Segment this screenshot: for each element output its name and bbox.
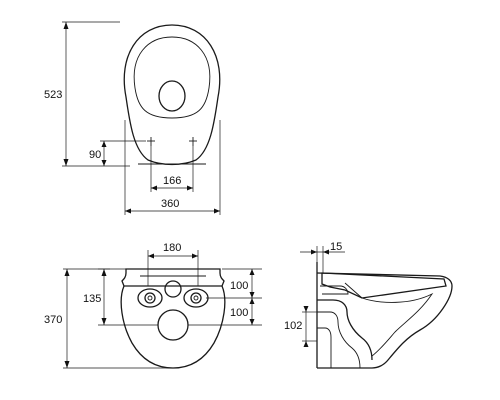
dim-side-outlet-height: 102 (284, 306, 317, 347)
side-view-inlet (320, 285, 349, 295)
back-view-top-plate (121, 268, 225, 287)
top-view: 523 90 166 360 (44, 21, 221, 215)
dim-180-label: 180 (163, 242, 181, 254)
back-view-right-lug (183, 288, 209, 308)
dim-135-label: 135 (83, 293, 101, 305)
dim-top-width: 360 (124, 120, 221, 215)
top-view-outlet (158, 80, 186, 112)
top-view-bowl-outline (123, 24, 221, 166)
dim-360-label: 360 (161, 198, 179, 210)
dim-mount-spacing: 166 (150, 146, 194, 192)
top-view-mount-marks (147, 137, 197, 146)
dim-370-label: 370 (44, 314, 62, 326)
side-view-trapway (317, 299, 373, 361)
side-view: 15 102 (284, 241, 453, 369)
dim-90-label: 90 (89, 149, 101, 161)
side-view-inner-bowl (361, 292, 434, 357)
dim-100-lower-label: 100 (230, 307, 248, 319)
dim-back-right-gaps: 100 100 (188, 268, 262, 326)
back-view-outlet (157, 309, 189, 341)
dim-102-label: 102 (284, 320, 302, 332)
back-view-left-lug (137, 288, 163, 308)
dim-100-upper-label: 100 (230, 280, 248, 292)
back-view-body-outline (120, 285, 226, 369)
back-view: 180 370 135 (44, 242, 262, 369)
dim-back-top-spacing: 180 (147, 242, 199, 286)
dim-top-height: 523 (44, 21, 130, 167)
dim-back-hole-height: 135 (83, 268, 158, 326)
top-view-inner-rim (133, 36, 211, 119)
side-view-rim (321, 272, 447, 299)
dim-side-wall-offset: 15 (300, 241, 345, 273)
side-view-trapway-inner (317, 311, 361, 369)
dim-mount-offset: 90 (89, 140, 146, 166)
side-view-trapway-lower (317, 327, 332, 368)
side-view-body-outline (316, 272, 453, 369)
dim-back-height: 370 (44, 268, 170, 369)
dim-15-label: 15 (330, 241, 342, 253)
dim-166-label: 166 (163, 175, 181, 187)
side-view-seat-line (344, 282, 363, 299)
dim-523-label: 523 (44, 89, 62, 101)
back-view-inlet (164, 280, 182, 298)
